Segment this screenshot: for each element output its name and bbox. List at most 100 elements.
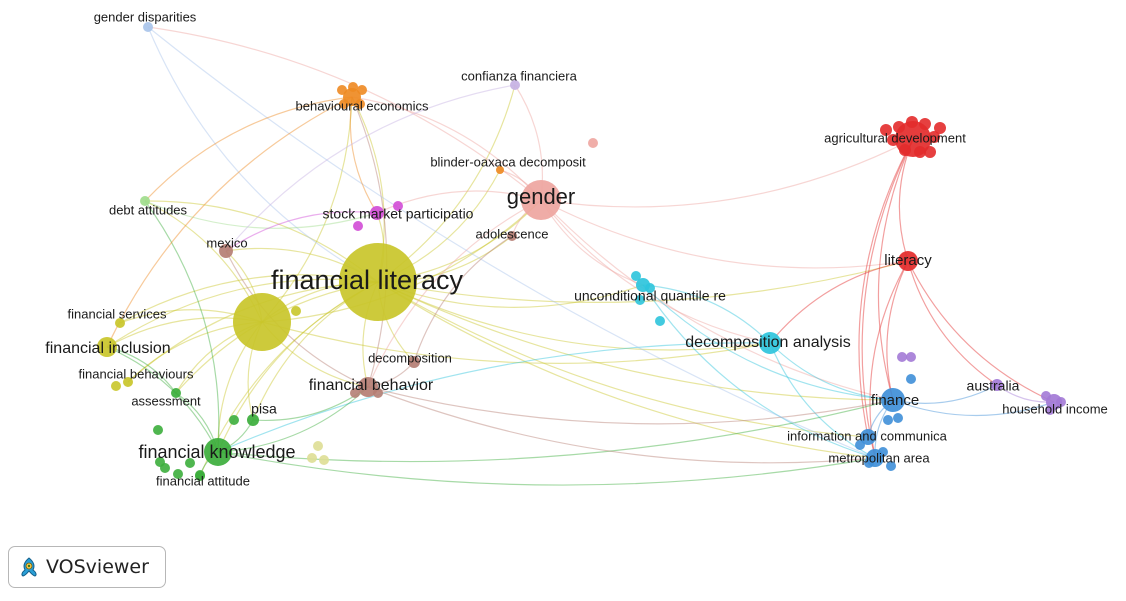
label-information-communica: information and communica [787,428,947,443]
node-blinder-oaxaca[interactable] [496,166,504,174]
node-finance[interactable] [881,388,905,412]
link-financial-knowledge-financial-inclusion [106,346,219,453]
link-financial-behavior-metropolitan-area [367,386,876,464]
minor-node-blue-4 [893,413,903,423]
minor-node-lightyellow-0 [313,441,323,451]
node-agricultural-development[interactable] [895,121,931,157]
node-debt-attitudes[interactable] [140,196,150,206]
minor-node-brown-0 [350,388,360,398]
label-stock-market: stock market participatio [323,206,474,222]
label-financial-literacy: financial literacy [271,265,464,295]
link-gender-finance [540,199,894,401]
link-stock-market-mexico [225,211,378,252]
label-financial-behaviours: financial behaviours [79,366,194,381]
minor-node-blue-1 [883,415,893,425]
node-decomposition[interactable] [408,356,420,368]
link-unconditional-quantile-metropolitan-area [642,284,876,459]
link-financial-literacy-decomposition-analysis [377,281,771,351]
label-mexico: mexico [206,235,247,250]
link-gender-literacy [540,199,909,269]
node-literacy[interactable] [898,251,918,271]
label-blinder-oaxaca: blinder-oaxaca decomposit [430,154,586,169]
minor-node-green-2 [185,458,195,468]
keyword-nodes [97,22,1062,481]
minor-node-blue-6 [886,461,896,471]
node-financial-attitude[interactable] [195,471,205,481]
link-unconditional-quantile-finance [642,284,894,401]
link-financial-literacy-2-behavioural-economics [261,96,353,323]
link-financial-knowledge-debt-attitudes [144,200,220,453]
node-household-income[interactable] [1046,394,1062,410]
link-gender-financial-behavior [367,199,542,388]
node-adolescence[interactable] [507,231,517,241]
minor-node-cyan-2 [655,316,665,326]
link-behavioural-economics-stock-market [349,96,378,214]
node-financial-behavior[interactable] [358,377,378,397]
node-assessment[interactable] [171,388,181,398]
label-literacy: literacy [884,252,932,269]
link-literacy-finance [886,260,909,401]
minor-node-green-6 [155,457,165,467]
link-decomposition-analysis-unconditional-quantile [642,284,771,344]
label-metropolitan-area: metropolitan area [828,450,930,465]
node-financial-literacy-2[interactable] [233,293,291,351]
node-gender-disparities[interactable] [143,22,153,32]
link-financial-knowledge-metropolitan-area [217,451,876,486]
link-literacy-australia [907,260,998,386]
node-australia[interactable] [991,379,1003,391]
label-assessment: assessment [131,393,201,408]
minor-node-cyan-3 [635,295,645,305]
minor-node-salmon-0 [588,138,598,148]
link-behavioural-economics-debt-attitudes [144,96,353,202]
node-behavioural-economics[interactable] [343,88,361,106]
node-mexico[interactable] [219,244,233,258]
link-financial-behavior-finance [367,386,894,425]
node-gender[interactable] [521,180,561,220]
link-financial-literacy-information-communica [377,281,869,438]
vosviewer-badge: VOSviewer [8,546,166,588]
minor-node-lightyellow-2 [307,453,317,463]
minor-node-green-4 [229,415,239,425]
node-stock-market[interactable] [370,206,384,220]
link-agricultural-development-metropolitan-area [861,138,914,459]
minor-node-cyan-0 [631,271,641,281]
link-agricultural-development-literacy [898,138,914,262]
minor-node-lightyellow-1 [319,455,329,465]
link-gender-decomposition-analysis [540,199,771,344]
link-gender-behavioural-economics [351,96,542,201]
minor-node-blue-0 [906,374,916,384]
node-unconditional-quantile[interactable] [636,278,650,292]
minor-node-green-0 [153,425,163,435]
label-behavioural-economics: behavioural economics [296,98,429,113]
link-gender-agricultural-development [540,138,914,208]
link-agricultural-development-information-communica [858,138,914,438]
node-metropolitan-area[interactable] [866,449,884,467]
node-decomposition-analysis[interactable] [759,332,781,354]
link-decomposition-analysis-finance [769,342,894,401]
link-decomposition-analysis-financial-knowledge [217,342,771,453]
label-financial-inclusion: financial inclusion [45,340,170,357]
node-financial-inclusion[interactable] [97,337,117,357]
node-financial-literacy[interactable] [339,243,417,321]
link-financial-literacy-finance [377,281,894,401]
node-financial-services[interactable] [115,318,125,328]
link-gender-gender-disparities [147,26,542,201]
node-pisa[interactable] [247,414,259,426]
link-agricultural-development-finance [877,138,914,401]
node-information-communica[interactable] [860,429,876,445]
node-confianza-financiera[interactable] [510,80,520,90]
label-pisa: pisa [251,401,277,417]
link-debt-attitudes-stock-market [144,200,378,229]
node-financial-behaviours[interactable] [123,377,133,387]
link-behavioural-economics-financial-inclusion [106,96,353,348]
label-financial-behavior: financial behavior [309,377,434,394]
label-gender-disparities: gender disparities [94,9,197,24]
node-financial-knowledge[interactable] [204,438,232,466]
minor-node-yellow-0 [291,306,301,316]
link-financial-behavior-behavioural-economics [351,96,388,388]
label-australia: australia [967,378,1020,394]
vosviewer-label: VOSviewer [46,556,149,578]
minor-node-red-9 [880,124,892,136]
